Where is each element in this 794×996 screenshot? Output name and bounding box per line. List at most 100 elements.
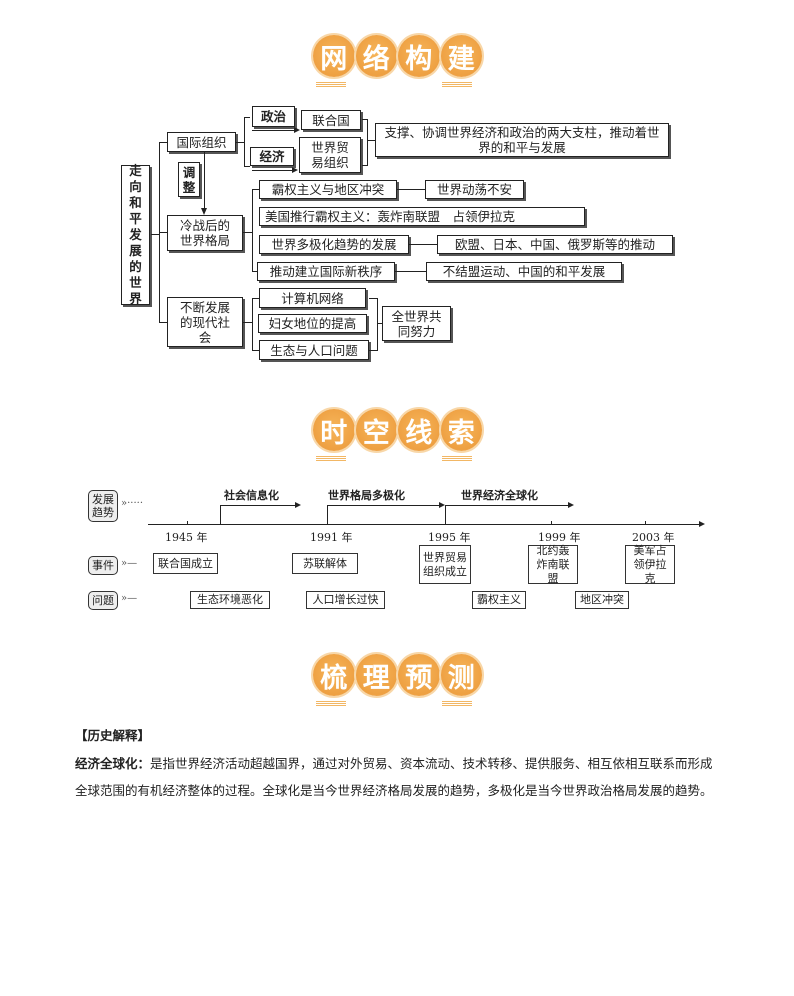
banner-char: 时	[313, 409, 355, 451]
node-economy: 经济	[250, 147, 294, 166]
connector	[377, 323, 382, 324]
banner-underline	[442, 82, 472, 87]
banner-char: 空	[355, 409, 397, 451]
connector	[377, 298, 378, 351]
chevrons-icon: »—	[121, 593, 138, 604]
trend-line	[327, 505, 440, 506]
trend-label: 世界格局多极化	[328, 489, 405, 502]
connector	[236, 142, 244, 143]
connector	[252, 298, 259, 299]
connector	[409, 244, 437, 245]
node-women: 妇女地位的提高	[258, 314, 367, 333]
arrow-right-icon	[439, 502, 445, 508]
label-problems: 问题	[88, 591, 118, 610]
timeline-axis	[148, 524, 700, 525]
banner-char: 建	[440, 35, 482, 77]
connector	[397, 189, 425, 190]
trend-label: 社会信息化	[224, 489, 279, 502]
arrow-right-icon	[292, 167, 298, 173]
node-un: 联合国	[301, 110, 361, 130]
arrow-right-icon	[295, 502, 301, 508]
section-heading: 【历史解释】	[75, 728, 151, 743]
banner-timeline: 时 空 线 索	[313, 409, 483, 469]
connector	[159, 322, 167, 323]
banner-network: 网 络 构 建	[313, 35, 483, 95]
arrow-right-icon	[294, 127, 300, 133]
node-us: 美国推行霸权主义：轰炸南联盟 占领伊拉克	[259, 207, 585, 226]
node-new-order-drivers: 不结盟运动、中国的和平发展	[426, 262, 622, 281]
connector	[252, 130, 295, 131]
trend-label: 世界经济全球化	[461, 489, 538, 502]
node-effort: 全世界共同努力	[382, 306, 451, 341]
trend-line	[220, 505, 221, 524]
connector	[252, 271, 257, 272]
trend-line	[220, 505, 296, 506]
node-adjust: 调整	[178, 162, 200, 197]
banner-underline	[316, 456, 346, 461]
banner-char: 预	[398, 654, 440, 696]
connector	[369, 350, 377, 351]
problem-box: 生态环境恶化	[190, 591, 270, 609]
node-computer: 计算机网络	[259, 288, 366, 308]
connector	[243, 322, 252, 323]
arrow-right-icon	[568, 502, 574, 508]
tick	[645, 521, 646, 524]
event-box: 北约轰炸南联盟	[528, 544, 578, 585]
connector	[395, 271, 426, 272]
banner-underline	[442, 456, 472, 461]
banner-underline	[316, 82, 346, 87]
trend-line	[445, 505, 569, 506]
connector	[252, 189, 253, 272]
term: 经济全球化：	[75, 756, 151, 771]
banner-underline	[316, 701, 346, 706]
node-modern: 不断发展的现代社会	[167, 297, 243, 347]
connector	[362, 165, 367, 166]
connector	[252, 298, 253, 351]
year-label: 1999 年	[538, 531, 581, 544]
node-pillars: 支撑、协调世界经济和政治的两大支柱，推动着世界的和平与发展	[375, 123, 669, 157]
chevrons-icon: »·····	[121, 498, 144, 509]
node-wto: 世界贸易组织	[299, 137, 361, 173]
banner-char: 理	[355, 654, 397, 696]
year-label: 1991 年	[310, 531, 353, 544]
connector	[204, 152, 205, 210]
arrow-right-icon	[699, 521, 705, 527]
definition: 是指世界经济活动超越国界，通过对外贸易、资本流动、技术转移、提供服务、相互依相互…	[75, 756, 713, 798]
node-multipolar: 世界多极化趋势的发展	[259, 235, 409, 254]
connector	[369, 298, 377, 299]
problem-box: 霸权主义	[472, 591, 526, 609]
event-box: 苏联解体	[292, 553, 358, 574]
problem-box: 人口增长过快	[306, 591, 385, 609]
connector	[159, 142, 167, 143]
node-multipolar-drivers: 欧盟、日本、中国、俄罗斯等的推动	[437, 235, 673, 254]
node-intl-org: 国际组织	[167, 132, 236, 152]
connector	[159, 232, 167, 233]
node-turmoil: 世界动荡不安	[425, 180, 524, 199]
connector	[243, 232, 252, 233]
banner-char: 线	[398, 409, 440, 451]
explanation-paragraph: 经济全球化：是指世界经济活动超越国界，通过对外贸易、资本流动、技术转移、提供服务…	[75, 750, 725, 804]
node-eco: 生态与人口问题	[259, 340, 369, 360]
year-label: 2003 年	[632, 531, 675, 544]
connector	[244, 117, 250, 118]
event-box: 美军占领伊拉克	[625, 544, 675, 585]
connector	[252, 350, 259, 351]
connector	[367, 119, 368, 166]
year-label: 1945 年	[165, 531, 208, 544]
banner-char: 索	[440, 409, 482, 451]
connector	[244, 117, 245, 167]
connector	[244, 166, 250, 167]
label-trend: 发展趋势	[88, 490, 118, 522]
banner-char: 测	[440, 654, 482, 696]
label-events: 事件	[88, 556, 118, 575]
connector	[367, 140, 375, 141]
root-node: 走向和平发展的世界	[121, 163, 150, 306]
node-postwar: 冷战后的世界格局	[167, 215, 243, 251]
tick	[187, 521, 188, 524]
trend-line	[327, 505, 328, 524]
banner-char: 络	[355, 35, 397, 77]
banner-char: 构	[398, 35, 440, 77]
connector	[252, 189, 259, 190]
trend-line	[445, 505, 446, 524]
banner-char: 网	[313, 35, 355, 77]
